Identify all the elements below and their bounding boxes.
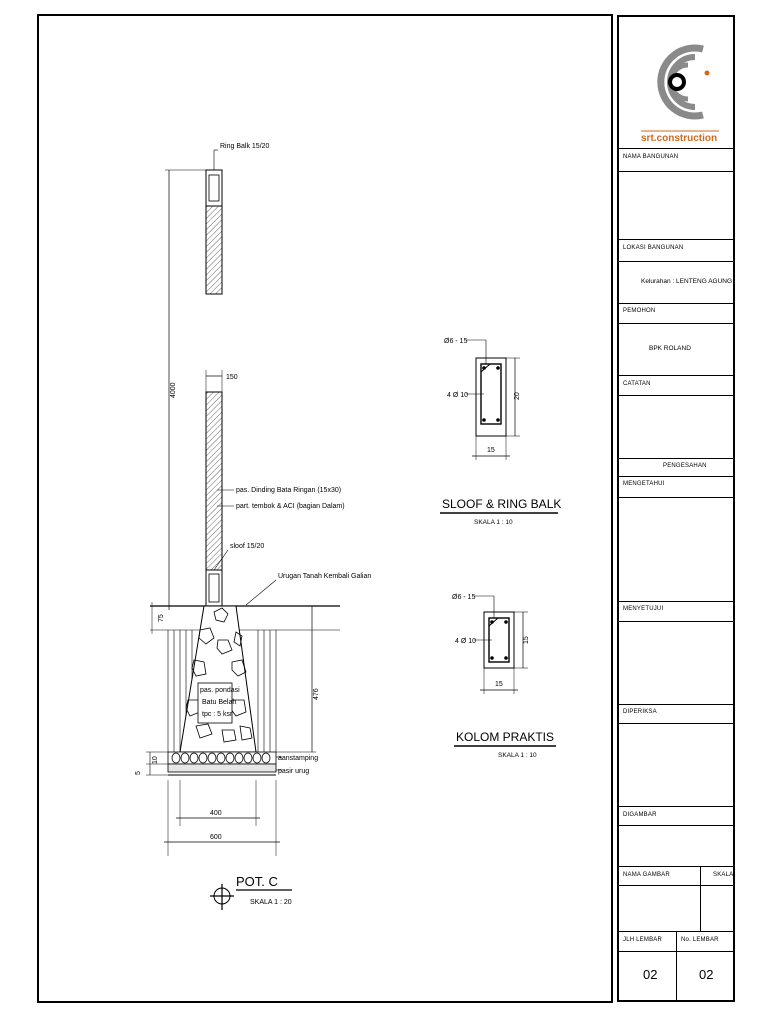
menyetujui-label: MENYETUJUI bbox=[623, 606, 664, 612]
dim-height: 4000 bbox=[170, 382, 177, 398]
dim-400: 400 bbox=[210, 810, 222, 817]
sloof-dim-w: 15 bbox=[487, 447, 495, 454]
sloof-beam bbox=[205, 569, 223, 607]
kolom-dim-h: 15 bbox=[523, 636, 530, 644]
title-block: srt.construction NAMA BANGUNAN LOKASI BA… bbox=[617, 15, 735, 1002]
logo-text: srt.construction bbox=[641, 133, 718, 144]
digambar-label: DIGAMBAR bbox=[623, 812, 657, 818]
dim-75: 75 bbox=[158, 614, 165, 622]
foundation-note-3: tpc : 5 ksr bbox=[202, 711, 233, 718]
sloof-stirrup-label: Ø6 - 15 bbox=[444, 338, 467, 345]
no-lembar-label: No. LEMBAR bbox=[681, 937, 719, 943]
kolom-dim-w: 15 bbox=[495, 681, 503, 688]
sand-layer bbox=[167, 763, 277, 773]
dim-600: 600 bbox=[210, 834, 222, 841]
kolom-bars-label: 4 Ø 10 bbox=[455, 638, 476, 645]
kolom-stirrup-label: Ø6 - 15 bbox=[452, 594, 475, 601]
nama-bangunan-label: NAMA BANGUNAN bbox=[623, 154, 679, 160]
catatan-label: CATATAN bbox=[623, 381, 651, 387]
main-frame bbox=[37, 14, 613, 1003]
mengetahui-label: MENGETAHUI bbox=[623, 481, 665, 487]
sand-label: pasir urug bbox=[278, 768, 309, 775]
jlh-lembar-value: 02 bbox=[643, 967, 658, 982]
jlh-lembar-label: JLH LEMBAR bbox=[623, 937, 663, 943]
nama-gambar-label: NAMA GAMBAR bbox=[623, 872, 670, 878]
dim-5: 5 bbox=[135, 771, 142, 775]
sloof-scale: SKALA 1 : 10 bbox=[474, 519, 513, 526]
wall-note-1: pas. Dinding Bata Ringan (15x30) bbox=[236, 487, 341, 494]
lokasi-label: LOKASI BANGUNAN bbox=[623, 245, 684, 251]
skala-label: SKALA bbox=[713, 872, 734, 878]
kolom-title: KOLOM PRAKTIS bbox=[456, 730, 554, 744]
sloof-title: SLOOF & RING BALK bbox=[442, 497, 561, 511]
lokasi-value: Kelurahan : LENTENG AGUNG bbox=[641, 278, 733, 285]
aanstamping-layer bbox=[167, 751, 277, 765]
pemohon-value: BPK ROLAND bbox=[649, 345, 691, 352]
ring-balk-label: Ring Balk 15/20 bbox=[220, 143, 270, 150]
foundation-note-2: Batu Belah bbox=[202, 699, 236, 706]
wall-note-2: part. tembok & ACI (bagian Dalam) bbox=[236, 503, 345, 510]
diperiksa-label: DIPERIKSA bbox=[623, 709, 657, 715]
company-logo-icon bbox=[641, 44, 719, 132]
sloof-ring-detail: Ø6 - 15 4 Ø 10 20 15 SLOOF & RING BALK S… bbox=[440, 338, 561, 526]
dim-wall: 150 bbox=[226, 374, 238, 381]
kolom-praktis-detail: Ø6 - 15 4 Ø 10 15 15 KOLOM PRAKTIS SKALA… bbox=[452, 594, 556, 759]
no-lembar-value: 02 bbox=[699, 967, 714, 982]
pengesahan-label: PENGESAHAN bbox=[663, 463, 707, 469]
stone-foundation bbox=[179, 605, 257, 753]
aanstamping-label: aanstamping bbox=[278, 755, 318, 762]
pot-c-scale: SKALA 1 : 20 bbox=[250, 899, 292, 906]
sloof-dim-h: 20 bbox=[514, 392, 521, 400]
kolom-scale: SKALA 1 : 10 bbox=[498, 752, 537, 759]
pemohon-label: PEMOHON bbox=[623, 308, 656, 314]
pot-c-title: POT. C bbox=[236, 874, 278, 889]
dim-476: 476 bbox=[313, 688, 320, 700]
brick-wall bbox=[205, 391, 223, 571]
sloof-bars-label: 4 Ø 10 bbox=[447, 392, 468, 399]
dim-10: 10 bbox=[152, 756, 159, 764]
foundation-note-1: pas. pondasi bbox=[200, 687, 240, 694]
pot-c-section: Ring Balk 15/20 4000 150 pas. Dinding Ba… bbox=[135, 143, 371, 910]
sloof-label: sloof 15/20 bbox=[230, 543, 264, 550]
backfill-label: Urugan Tanah Kembali Galian bbox=[278, 573, 371, 580]
